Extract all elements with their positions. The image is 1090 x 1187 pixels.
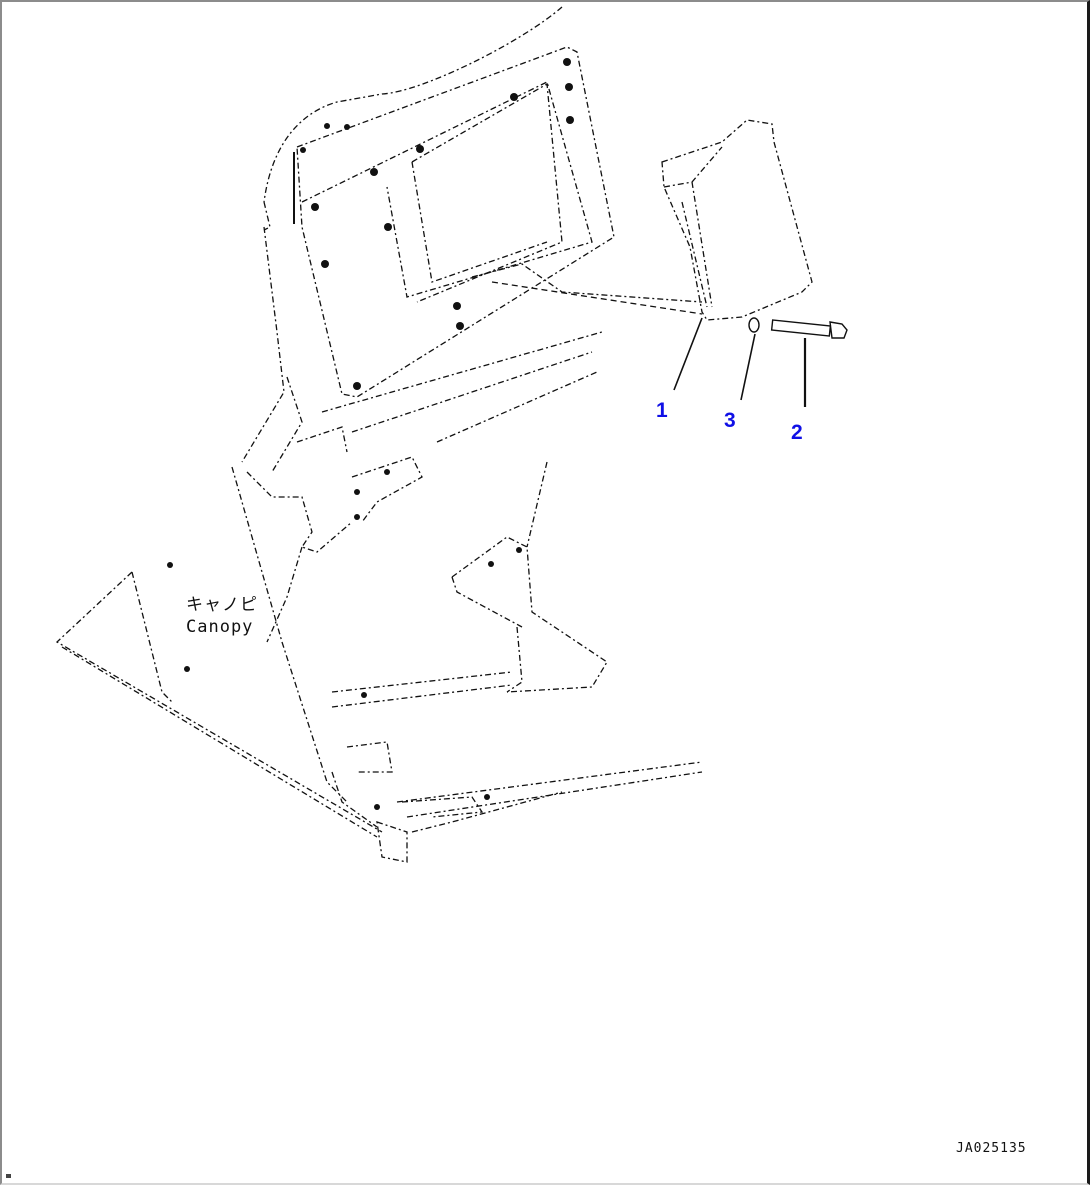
callout-1: 1 <box>656 399 668 422</box>
figure-id: JA025135 <box>956 1141 1027 1156</box>
canopy-label-english: Canopy <box>186 617 254 637</box>
corner-marker <box>6 1174 11 1178</box>
callout-2: 2 <box>791 421 803 444</box>
canopy-label-japanese: キャノピ <box>186 595 258 615</box>
canopy-label: キャノピ Canopy <box>186 594 258 638</box>
callout-3: 3 <box>724 409 736 432</box>
washer-icon <box>748 317 760 333</box>
bolt-icon <box>770 319 848 339</box>
